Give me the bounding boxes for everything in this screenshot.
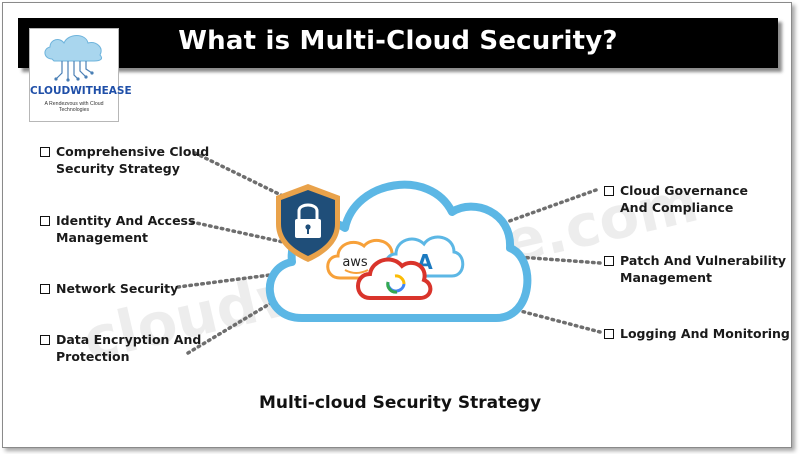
title-bar: What is Multi-Cloud Security? — [18, 18, 778, 68]
checkbox-icon — [604, 256, 614, 266]
connector-encryption — [186, 298, 278, 355]
shield-lock-icon — [276, 184, 340, 262]
logo: CLOUDWITHEASE A Rendezvous with Cloud Te… — [29, 28, 132, 122]
item-line: Comprehensive Cloud — [56, 144, 210, 159]
checkbox-icon — [40, 335, 50, 345]
item-line: Data Encryption And — [56, 332, 202, 347]
connector-network — [176, 273, 272, 289]
checkbox-icon — [40, 284, 50, 294]
item-logging-monitoring: Logging And Monitoring — [604, 325, 790, 342]
checkbox-icon — [604, 329, 614, 339]
logo-name: CLOUDWITHEASE — [30, 85, 132, 97]
item-patch-vulnerability: Patch And Vulnerability Management — [604, 252, 786, 286]
page-title: What is Multi-Cloud Security? — [178, 26, 618, 56]
diagram-caption: Multi-cloud Security Strategy — [258, 393, 542, 413]
item-line: Security Strategy — [56, 161, 180, 176]
aws-label: aws — [342, 255, 368, 270]
item-line: Logging And Monitoring — [620, 326, 790, 341]
connector-governance — [474, 188, 598, 235]
connector-identity — [190, 220, 285, 244]
item-line: Network Security — [56, 281, 179, 296]
item-data-encryption: Data Encryption And Protection — [40, 331, 201, 365]
item-comprehensive-strategy: Comprehensive Cloud Security Strategy — [40, 143, 209, 177]
item-identity-access: Identity And Access Management — [40, 212, 195, 246]
item-line: Cloud Governance — [620, 183, 749, 198]
checkbox-icon — [40, 216, 50, 226]
connector-strategy — [193, 151, 285, 198]
item-line: Identity And Access — [56, 213, 196, 228]
google-cloud-icon — [356, 257, 433, 300]
checkbox-icon — [604, 186, 614, 196]
checkbox-icon — [40, 147, 50, 157]
item-line: Protection — [56, 349, 130, 364]
item-network-security: Network Security — [40, 280, 178, 297]
item-line: Management — [56, 230, 149, 245]
item-cloud-governance: Cloud Governance And Compliance — [604, 182, 748, 216]
item-line: Patch And Vulnerability — [620, 253, 787, 268]
item-line: Management — [620, 270, 713, 285]
item-line: And Compliance — [620, 200, 734, 215]
logo-tagline: A Rendezvous with Cloud Technologies — [44, 101, 104, 113]
cloud-logo-icon — [44, 35, 103, 82]
